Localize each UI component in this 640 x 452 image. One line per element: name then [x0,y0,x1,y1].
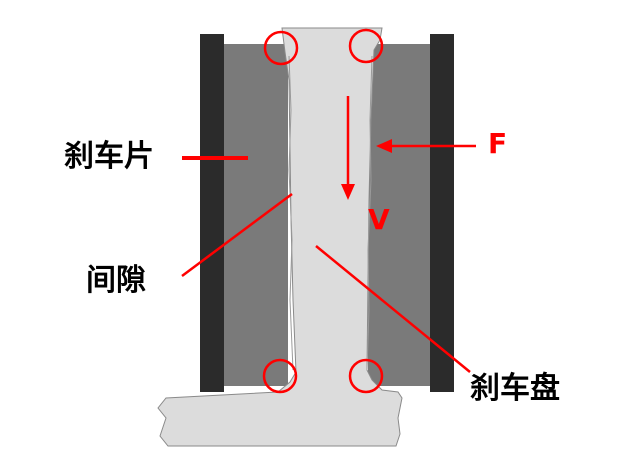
gap-circle-bottom-right [348,358,384,394]
left-backing-plate [200,34,224,392]
left-brake-pad [224,44,288,386]
disc-left-surface [288,55,294,371]
brake-disc [157,27,403,447]
gap-circle-top-left [263,30,299,66]
gap-label: 间隙 [86,263,146,298]
brake-disc-leader-line [315,245,471,373]
force-arrow [376,139,476,153]
right-backing-plate [430,34,454,392]
velocity-label: V [368,203,390,236]
gap-leader-line [181,192,293,278]
right-brake-pad [368,44,430,386]
force-label: F [488,127,508,160]
brake-pad-label: 刹车片 [64,139,154,174]
disc-right-surface [366,55,373,371]
gap-circle-bottom-left [262,358,298,394]
velocity-arrow [341,96,355,200]
gap-circle-top-right [348,28,384,64]
brake-disc-label: 刹车盘 [470,371,560,406]
